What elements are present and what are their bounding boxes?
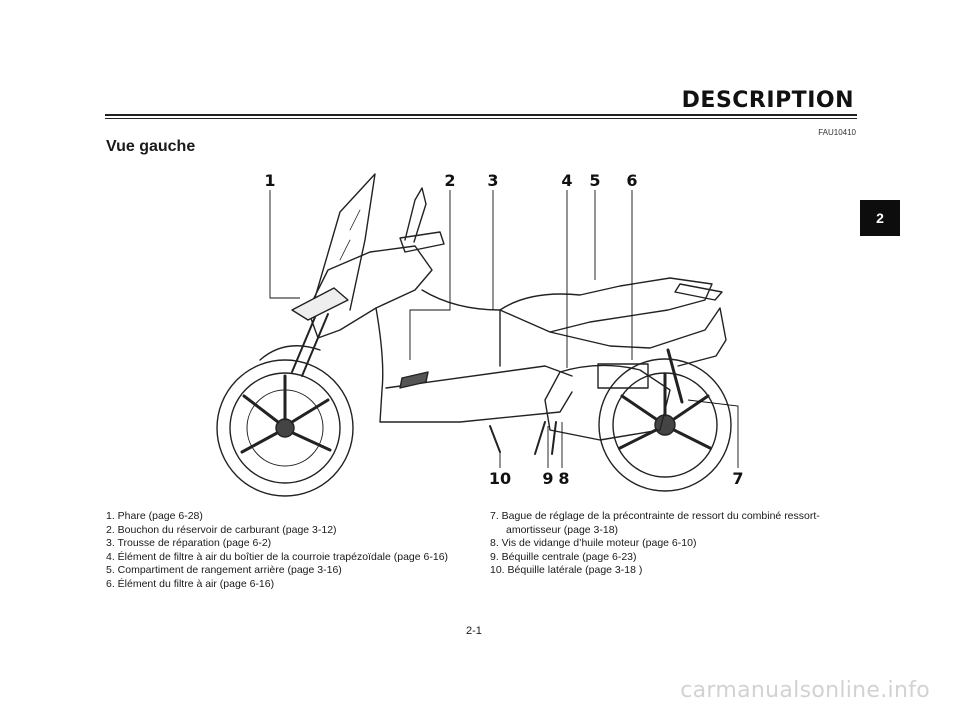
leader-line-1 [269,190,300,299]
mirror-and-handlebar [399,187,445,253]
side-stand [489,425,501,453]
rear-wheel-spokes [618,372,712,450]
scooter-drawing: 1 2 3 4 5 6 7 8 9 10 [216,171,744,497]
front-fairing [307,245,433,339]
doc-code: FAU10410 [818,128,856,137]
scooter-left-view-illustration: 1 2 3 4 5 6 7 8 9 10 [200,160,760,500]
callout-8: 8 [558,469,569,488]
header-rule [105,114,857,116]
legend-right-column: 7. Bague de réglage de la précontrainte … [490,510,870,578]
header-rule-thin [105,118,857,119]
leg-shield [375,307,573,423]
legend-item-3: 3. Trousse de réparation (page 6-2) [106,537,272,549]
center-stand [534,421,557,455]
legend-item-7: 7. Bague de réglage de la précontrainte … [490,510,820,536]
callout-2: 2 [444,171,455,190]
callout-9: 9 [542,469,553,488]
leader-line-2 [409,190,451,360]
rear-body-panel [549,307,727,367]
front-fork [291,309,329,377]
rear-grab-rail [674,283,723,301]
page-header-title: DESCRIPTION [681,88,854,113]
front-wheel-spokes [240,374,332,454]
floorboard-edge [385,365,573,389]
rear-hub [654,414,676,436]
callout-4: 4 [561,171,572,190]
callout-1: 1 [264,171,275,190]
front-tire [216,359,354,497]
leader-line-7 [687,399,739,468]
legend-item-4: 4. Élément de filtre à air du boîtier de… [106,550,449,563]
windscreen-detail [339,209,361,261]
legend-left-column: 1. Phare (page 6-28) 2. Bouchon du réser… [106,510,476,591]
callout-7: 7 [732,469,743,488]
windscreen [311,173,376,311]
legend-item-10: 10. Béquille latérale (page 3-18 ) [490,564,643,576]
page-number: 2-1 [466,625,482,637]
callout-3: 3 [487,171,498,190]
fuel-tank-tunnel [421,289,501,367]
legend-item-6: 6. Élément du filtre à air (page 6-16) [106,577,275,590]
legend-item-2: 2. Bouchon du réservoir de carburant (pa… [106,523,337,536]
legend-item-8: 8. Vis de vidange d’huile moteur (page 6… [490,537,697,549]
engine-cvt-case [544,364,671,441]
legend-item-9: 9. Béquille centrale (page 6-23) [490,550,637,563]
rear-shock-absorber [666,348,684,404]
air-filter-box [597,363,649,389]
callout-6: 6 [626,171,637,190]
chapter-tab[interactable]: 2 [860,200,900,236]
callout-5: 5 [589,171,600,190]
headlight [291,287,349,321]
watermark: carmanualsonline.info [680,678,930,703]
section-title: Vue gauche [106,138,196,155]
legend-item-5: 5. Compartiment de rangement arrière (pa… [106,564,342,576]
callout-10: 10 [489,469,511,488]
legend-item-1: 1. Phare (page 6-28) [106,510,203,522]
front-rim [229,372,341,484]
seat [499,277,713,333]
side-reflector [399,371,429,389]
rear-tire [598,358,732,492]
front-fender [259,345,321,361]
